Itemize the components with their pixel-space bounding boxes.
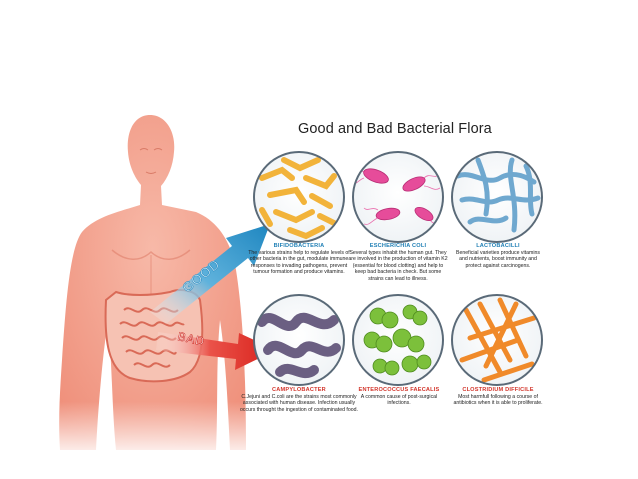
campylobacter-circle xyxy=(253,294,345,386)
bacteria-name: CLOSTRIDIUM DIFFICILE xyxy=(462,387,534,393)
bacteria-description: The various strains help to regulate lev… xyxy=(248,250,350,276)
bad-arrow-label: BAD xyxy=(176,329,206,348)
diagram-title: Good and Bad Bacterial Flora xyxy=(298,121,492,137)
bacteria-name: ESCHERICHIA COLI xyxy=(369,243,427,249)
bacteria-name: ENTEROCOCCUS FAECALIS xyxy=(358,387,440,393)
human-torso xyxy=(40,115,270,460)
caption-clostridium: CLOSTRIDIUM DIFFICILE Most harmfull foll… xyxy=(450,387,546,407)
caption-ecoli: ESCHERICHIA COLI Several types inhabit t… xyxy=(348,243,448,282)
ecoli-circle xyxy=(352,151,444,243)
enterococcus-circle xyxy=(352,294,444,386)
bacteria-description: A common cause of post-surgical infectio… xyxy=(360,394,438,407)
clostridium-circle xyxy=(451,294,543,386)
bacteria-name: BIFIDOBACTERIA xyxy=(273,243,325,249)
bacteria-description: Several types inhabit the human gut. The… xyxy=(348,250,448,282)
caption-enterococcus: ENTEROCOCCUS FAECALIS A common cause of … xyxy=(356,387,442,407)
lactobacilli-circle xyxy=(451,151,543,243)
bacteria-description: Beneficial varieties produce vitamins an… xyxy=(456,250,540,269)
bacteria-name: CAMPYLOBACTER xyxy=(272,387,326,393)
bifidobacteria-circle xyxy=(253,151,345,243)
bad-arrow: BAD xyxy=(156,329,276,370)
bacteria-description: C.Jejuni and C.coli are the strains most… xyxy=(240,394,358,413)
caption-lactobacilli: LACTOBACILLI Beneficial varieties produc… xyxy=(452,243,544,269)
caption-bifidobacteria: BIFIDOBACTERIA The various strains help … xyxy=(248,243,350,276)
bacteria-description: Most harmfull following a course of anti… xyxy=(453,394,543,407)
bacteria-name: LACTOBACILLI xyxy=(476,243,520,249)
caption-campylobacter: CAMPYLOBACTER C.Jejuni and C.coli are th… xyxy=(240,387,358,413)
